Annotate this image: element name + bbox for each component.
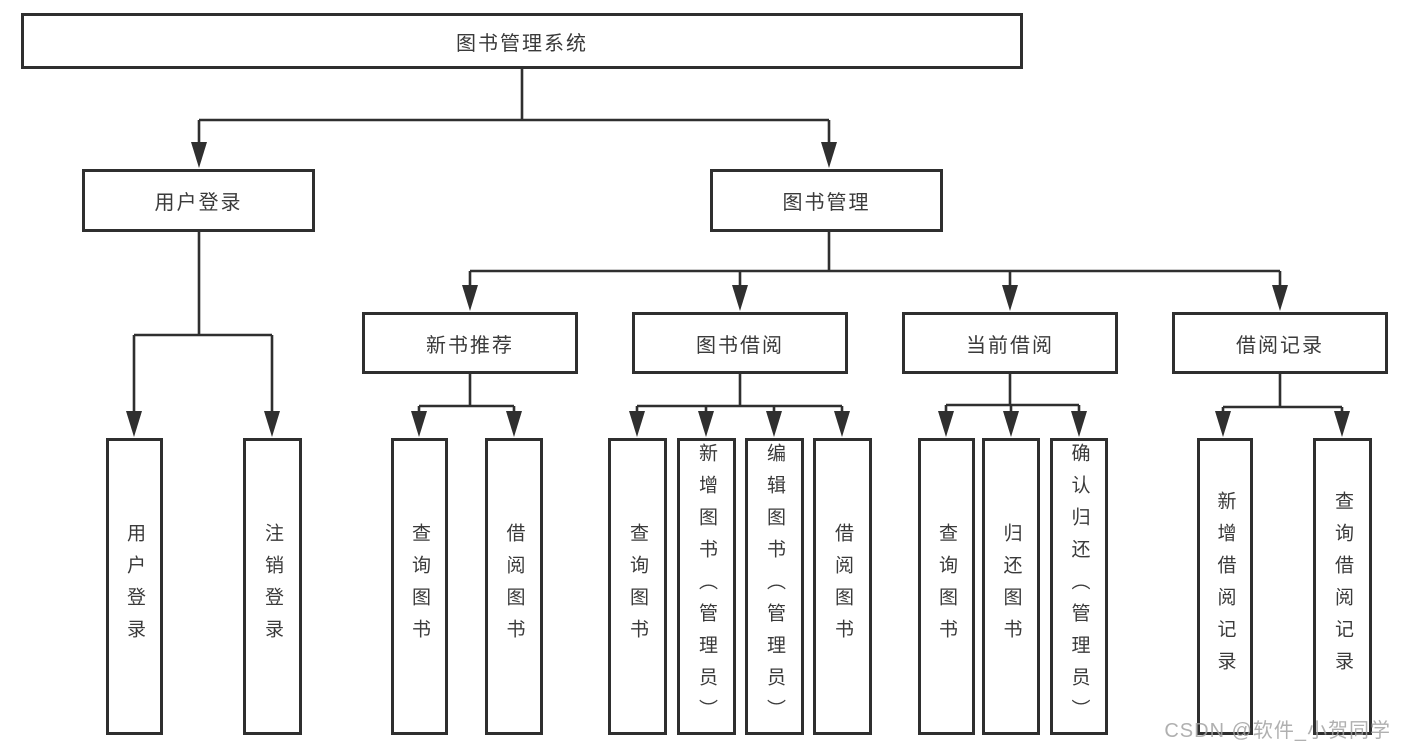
leaf-add-borrow-record-label: 新增借阅记录 <box>1214 490 1236 683</box>
branch-user-login-label: 用户登录 <box>154 192 243 214</box>
csdn-watermark: CSDN @软件_小贺同学 <box>1164 720 1391 742</box>
branch-book-management: 图书管理 <box>710 169 943 232</box>
connector-paths <box>132 69 1344 419</box>
leaf-query-borrow-record: 查询借阅记录 <box>1313 438 1372 735</box>
module-borrow-records: 借阅记录 <box>1172 312 1388 374</box>
branch-book-management-label: 图书管理 <box>782 192 871 214</box>
root-node-label: 图书管理系统 <box>456 32 588 55</box>
module-current-borrow: 当前借阅 <box>902 312 1118 374</box>
leaf-logout: 注销登录 <box>243 438 302 735</box>
leaf-borrow-book: 借阅图书 <box>813 438 872 735</box>
leaf-add-book-admin-label: 新增图书（管理员） <box>696 442 717 731</box>
leaf-user-login-label: 用户登录 <box>124 522 145 651</box>
leaf-user-login: 用户登录 <box>106 438 163 735</box>
branch-user-login: 用户登录 <box>82 169 315 232</box>
leaf-add-borrow-record: 新增借阅记录 <box>1197 438 1253 735</box>
module-current-borrow-label: 当前借阅 <box>966 334 1054 357</box>
module-new-book-recommend-label: 新书推荐 <box>426 334 514 357</box>
leaf-borrow-book-label: 借阅图书 <box>832 522 853 651</box>
module-borrow-records-label: 借阅记录 <box>1236 334 1324 357</box>
leaf-return-book: 归还图书 <box>982 438 1040 735</box>
leaf-query-book-borrow-label: 查询图书 <box>627 522 648 651</box>
leaf-borrow-book-recommend: 借阅图书 <box>485 438 543 735</box>
leaf-query-book-recommend: 查询图书 <box>391 438 448 735</box>
leaf-confirm-return-admin: 确认归还（管理员） <box>1050 438 1108 735</box>
leaf-edit-book-admin-label: 编辑图书（管理员） <box>764 442 785 731</box>
root-node-system: 图书管理系统 <box>21 13 1023 69</box>
leaf-query-book-borrow: 查询图书 <box>608 438 667 735</box>
leaf-query-book-current: 查询图书 <box>918 438 975 735</box>
leaf-add-book-admin: 新增图书（管理员） <box>677 438 736 735</box>
module-book-borrow: 图书借阅 <box>632 312 848 374</box>
leaf-return-book-label: 归还图书 <box>1000 522 1022 651</box>
leaf-query-borrow-record-label: 查询借阅记录 <box>1332 490 1353 683</box>
leaf-borrow-book-recommend-label: 借阅图书 <box>503 522 525 651</box>
module-book-borrow-label: 图书借阅 <box>696 334 784 357</box>
module-new-book-recommend: 新书推荐 <box>362 312 578 374</box>
leaf-logout-label: 注销登录 <box>262 522 283 651</box>
leaf-confirm-return-admin-label: 确认归还（管理员） <box>1068 442 1090 731</box>
leaf-query-book-recommend-label: 查询图书 <box>409 522 430 651</box>
arrowheads <box>126 142 1350 437</box>
leaf-query-book-current-label: 查询图书 <box>936 522 957 651</box>
leaf-edit-book-admin: 编辑图书（管理员） <box>745 438 804 735</box>
